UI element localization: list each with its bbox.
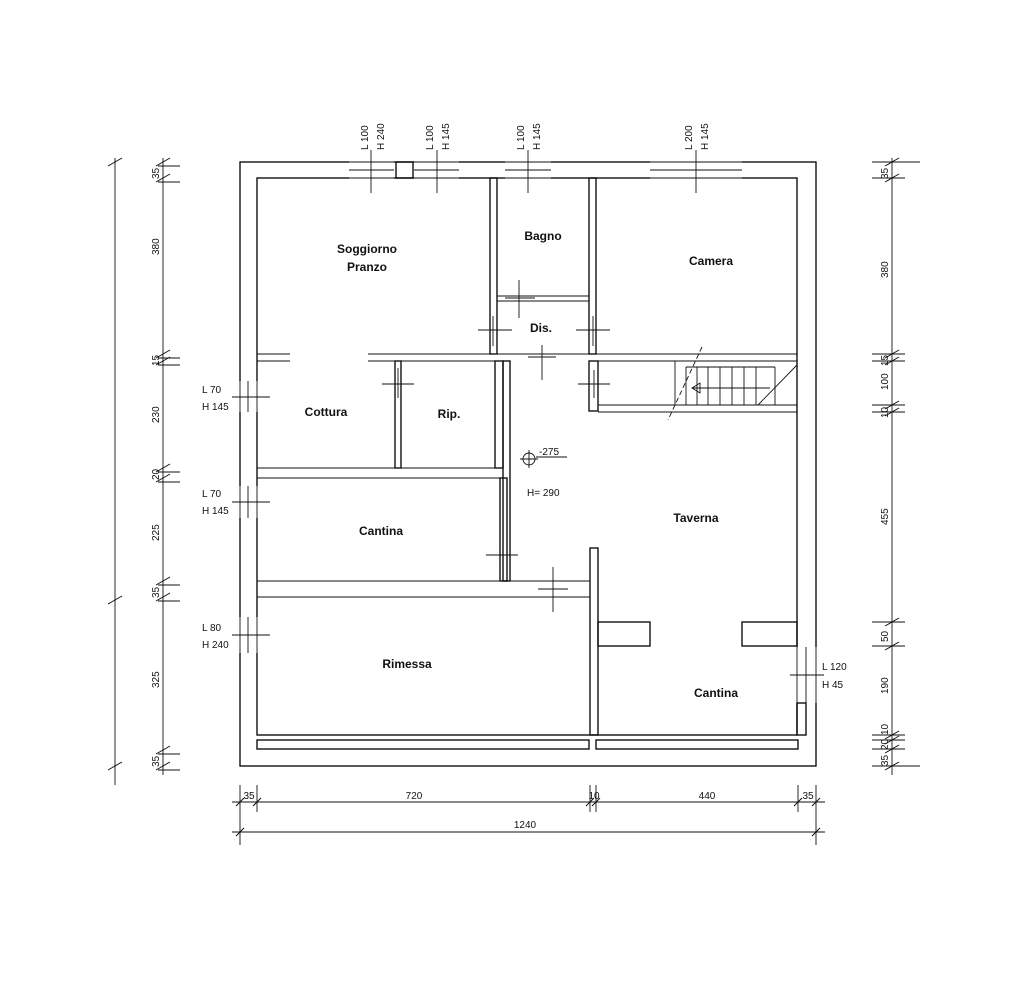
staircase xyxy=(667,346,798,421)
window-right-l: L 120 xyxy=(822,662,847,673)
dim-right-10: 20 xyxy=(880,738,891,750)
room-label-rimessa: Rimessa xyxy=(382,657,432,671)
window-left-2-h: H 145 xyxy=(202,506,229,517)
window-right xyxy=(790,647,824,736)
room-label-soggiorno: Soggiorno xyxy=(337,242,397,256)
dim-right-6: 455 xyxy=(880,508,891,525)
window-left-3-h: H 240 xyxy=(202,640,229,651)
height-label: H= 290 xyxy=(527,488,560,499)
window-top-2-h: H 145 xyxy=(441,123,452,150)
windows-top xyxy=(349,150,742,193)
interior-walls xyxy=(256,177,799,750)
room-label-cantina-right: Cantina xyxy=(694,686,738,700)
dim-bottom-1: 35 xyxy=(243,791,255,802)
window-right-h: H 45 xyxy=(822,680,844,691)
dim-bottom-total: 1240 xyxy=(514,820,537,831)
window-left-2-l: L 70 xyxy=(202,489,222,500)
dim-right-5: 100 xyxy=(880,373,891,390)
dim-left-7: 35 xyxy=(151,586,162,598)
dim-right-11: 35 xyxy=(880,754,891,766)
room-label-camera: Camera xyxy=(689,254,733,268)
window-labels-left: L 70 H 145 L 70 H 145 L 80 H 240 L 120 H… xyxy=(202,385,847,691)
dimension-right: 35 380 15 10 100 455 50 190 10 20 35 xyxy=(872,157,920,775)
room-label-dis: Dis. xyxy=(530,321,552,335)
room-label-bagno: Bagno xyxy=(524,229,561,243)
level-mark: -275 H= 290 xyxy=(520,447,567,499)
room-label-cantina-left: Cantina xyxy=(359,524,403,538)
dim-left-9: 35 xyxy=(151,755,162,767)
room-label-pranzo: Pranzo xyxy=(347,260,387,274)
window-top-2-l: L 100 xyxy=(425,125,436,150)
window-left-1-h: H 145 xyxy=(202,402,229,413)
window-top-4-l: L 200 xyxy=(684,125,695,150)
room-label-taverna: Taverna xyxy=(673,511,718,525)
dimension-bottom: 35 720 10 440 35 1240 xyxy=(232,785,825,845)
dim-left-3: 15 xyxy=(151,354,162,366)
dim-right-9: 10 xyxy=(880,723,891,735)
window-left-1-l: L 70 xyxy=(202,385,222,396)
dim-bottom-5: 35 xyxy=(802,791,814,802)
window-labels-top: L 100 H 240 L 100 H 145 L 100 H 145 L 20… xyxy=(360,123,711,150)
elevation-label: -275 xyxy=(539,447,559,458)
window-top-1-h: H 240 xyxy=(376,123,387,150)
windows-left xyxy=(232,381,270,653)
window-left-3-l: L 80 xyxy=(202,623,222,634)
dimension-left: 35 380 15 230 20 225 35 325 35 xyxy=(107,157,180,785)
dim-left-5: 20 xyxy=(151,468,162,480)
window-top-3-h: H 145 xyxy=(532,123,543,150)
dim-left-6: 225 xyxy=(151,524,162,541)
dim-left-8: 325 xyxy=(151,671,162,688)
dim-right-8: 190 xyxy=(880,677,891,694)
dim-bottom-3: 10 xyxy=(588,791,600,802)
dim-left-1: 35 xyxy=(151,167,162,179)
dim-left-2: 380 xyxy=(151,238,162,255)
dim-right-3: 15 xyxy=(880,354,891,366)
window-top-4-h: H 145 xyxy=(700,123,711,150)
outer-walls xyxy=(239,161,817,767)
window-top-1-l: L 100 xyxy=(360,125,371,150)
dim-right-2: 380 xyxy=(880,261,891,278)
dim-left-4: 230 xyxy=(151,406,162,423)
room-label-rip: Rip. xyxy=(438,407,461,421)
room-labels: Soggiorno Pranzo Bagno Camera Dis. Cottu… xyxy=(305,229,739,700)
dim-bottom-2: 720 xyxy=(406,791,423,802)
dim-bottom-4: 440 xyxy=(699,791,716,802)
dim-right-7: 50 xyxy=(880,630,891,642)
dim-right-4: 10 xyxy=(880,406,891,418)
room-label-cottura: Cottura xyxy=(305,405,348,419)
door-marks xyxy=(382,280,610,612)
dim-right-1: 35 xyxy=(880,167,891,179)
window-top-3-l: L 100 xyxy=(516,125,527,150)
